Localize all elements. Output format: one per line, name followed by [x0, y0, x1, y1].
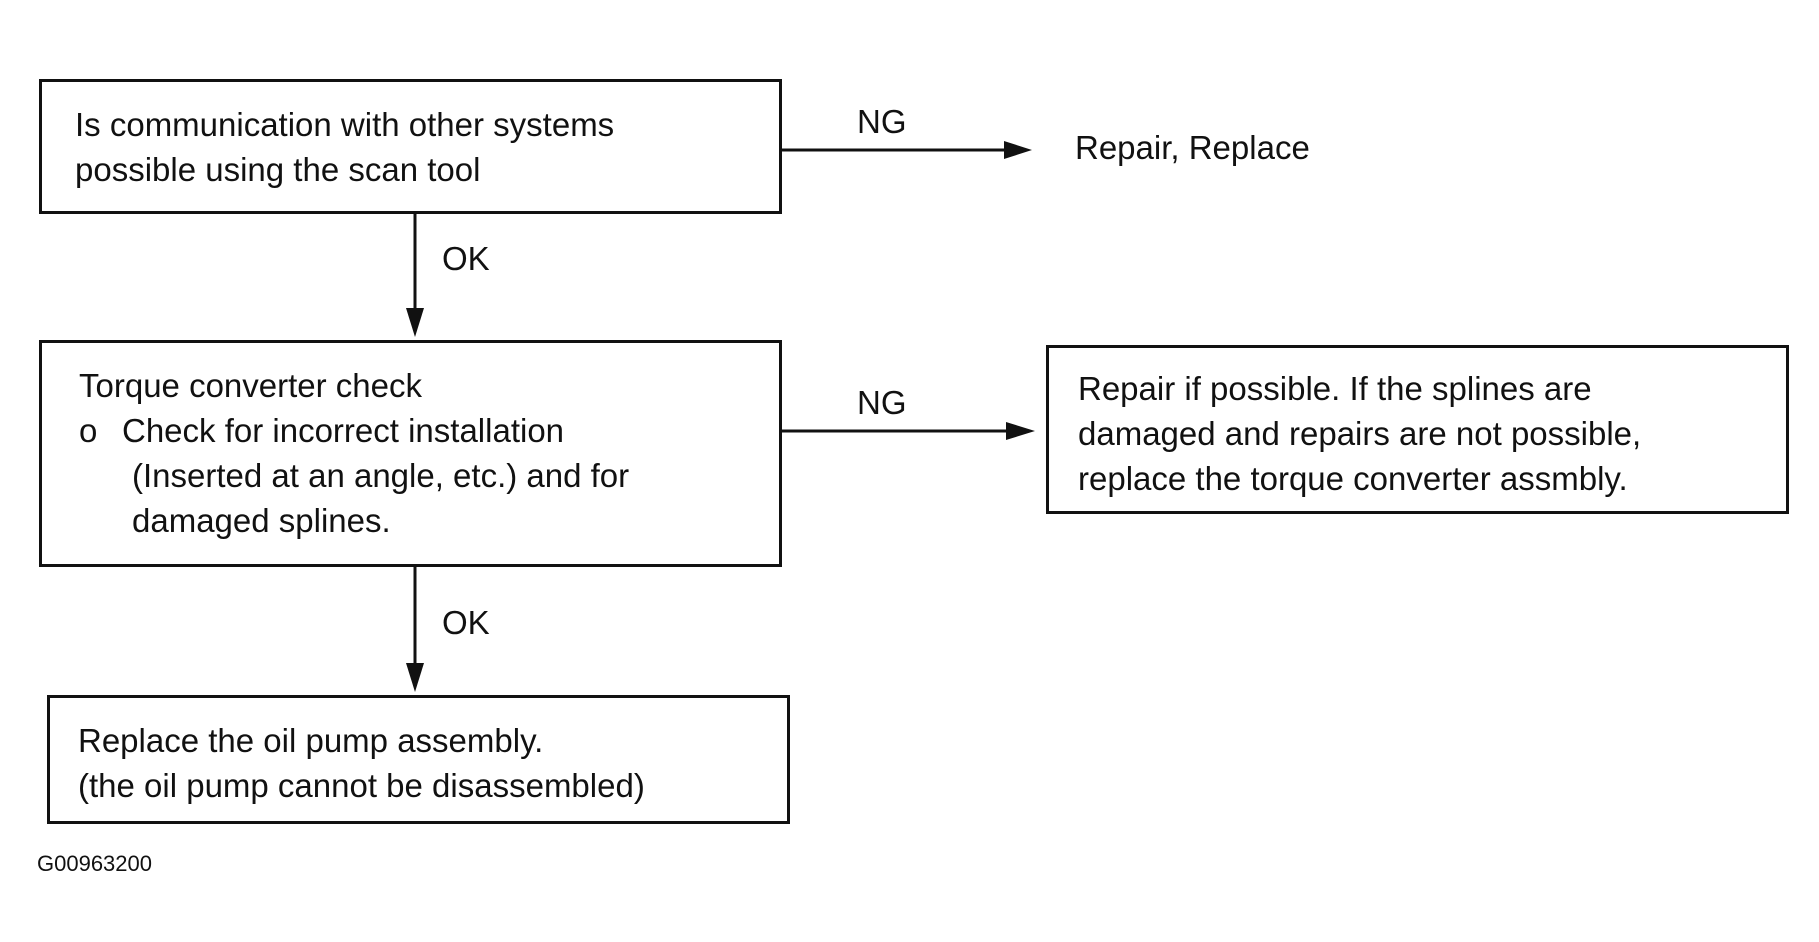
communication-check-line-1: Is communication with other systems	[75, 106, 615, 143]
replace-oil-pump-box: Replace the oil pump assembly. (the oil …	[47, 695, 790, 824]
torque-converter-check-box: Torque converter check o Check for incorr…	[39, 340, 782, 567]
torque-converter-check-title: Torque converter check	[79, 367, 423, 404]
edge-label-ng-1: NG	[857, 103, 907, 140]
edge-label-ok-2: OK	[442, 604, 490, 641]
replace-oil-pump-line-2: (the oil pump cannot be disassembled)	[78, 767, 645, 804]
edge-label-ok-1: OK	[442, 240, 490, 277]
torque-converter-check-item-line-3: damaged splines.	[132, 502, 391, 539]
repair-torque-converter-line-3: replace the torque converter assmbly.	[1078, 460, 1628, 497]
arrowhead-ng-2	[1006, 422, 1035, 440]
repair-torque-converter-box: Repair if possible. If the splines are d…	[1046, 345, 1789, 514]
repair-torque-converter-line-1: Repair if possible. If the splines are	[1078, 370, 1592, 407]
communication-check-line-2: possible using the scan tool	[75, 151, 481, 188]
torque-converter-check-item: o Check for incorrect installation	[79, 408, 779, 453]
repair-torque-converter-line-2: damaged and repairs are not possible,	[1078, 415, 1642, 452]
arrowhead-ok-2	[406, 663, 424, 692]
figure-id: G00963200	[37, 851, 152, 876]
replace-oil-pump-line-1: Replace the oil pump assembly.	[78, 722, 544, 759]
torque-converter-check-item-line-2: (Inserted at an angle, etc.) and for	[132, 457, 630, 494]
arrowhead-ok-1	[406, 308, 424, 337]
repair-replace-outcome: Repair, Replace	[1075, 129, 1310, 166]
edge-label-ng-2: NG	[857, 384, 907, 421]
communication-check-box: Is communication with other systems poss…	[39, 79, 782, 214]
bullet-marker: o	[79, 412, 98, 449]
torque-converter-check-item-line-1: Check for incorrect installation	[122, 412, 565, 449]
arrowhead-ng-1	[1004, 141, 1032, 159]
